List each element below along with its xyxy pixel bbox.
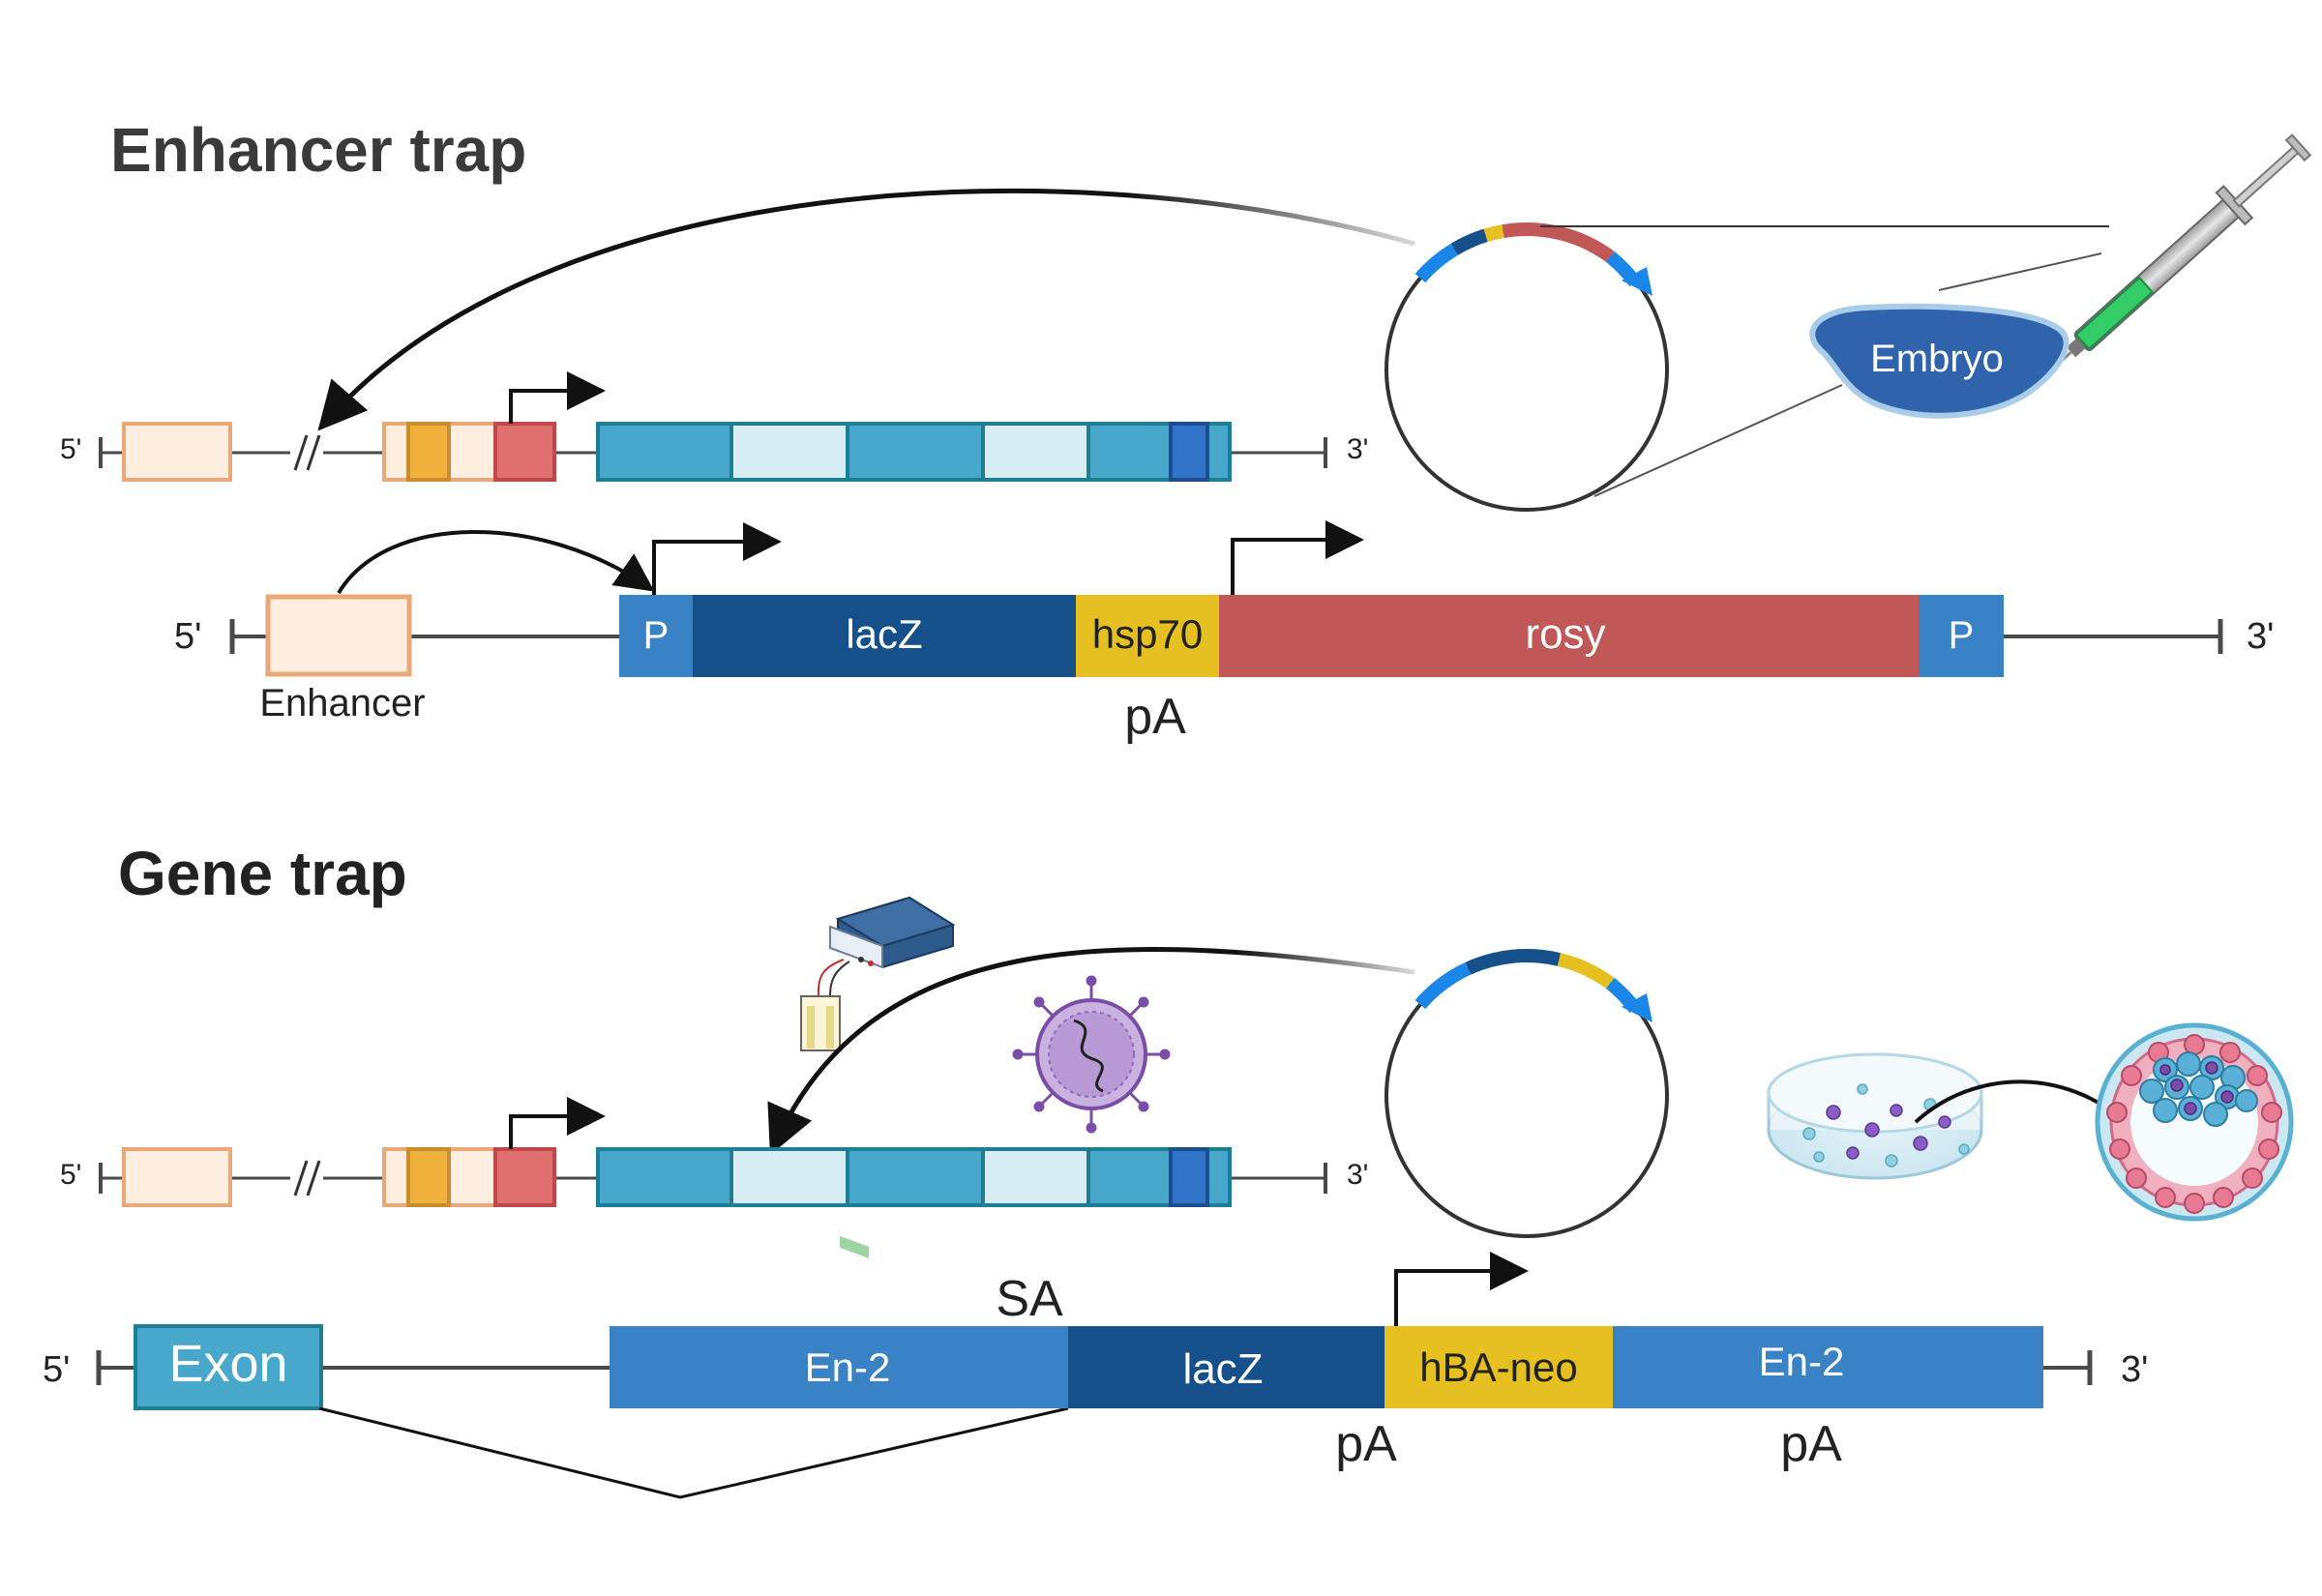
promoter-right-box (1919, 595, 2004, 677)
enhancer-activation-arrow (337, 530, 655, 595)
gt-genome-enhancer-box (122, 1147, 232, 1207)
hsp70-label: hsp70 (1092, 611, 1203, 657)
plasmid-direction-arrowhead-2 (1622, 993, 1652, 1022)
plasmid-rosy-segment (1502, 222, 1615, 263)
plasmid-promoter-segment (1414, 243, 1459, 283)
en2-right-box (1613, 1326, 2043, 1408)
gt-construct-five-prime-label: 5' (43, 1349, 70, 1390)
gt-genome-blue-element (1169, 1147, 1209, 1207)
gt-lacz-label: lacZ (1182, 1345, 1263, 1393)
zoom-line-bottom (1593, 384, 1843, 497)
gt-genome-exon-2 (846, 1147, 985, 1207)
genome-orange-element (406, 422, 451, 482)
pa-label: pA (1124, 689, 1186, 745)
genome-three-prime-label: 3' (1347, 433, 1368, 465)
gt-genome-promoter-element (493, 1147, 556, 1207)
insertion-arrow (317, 189, 1415, 431)
gt-genome-exon-1 (596, 1147, 733, 1207)
enhancer-box (265, 594, 412, 677)
gene-trap-genome-row: 5' 3' (60, 1097, 1368, 1207)
rosy-box (1219, 595, 1919, 677)
construct-five-prime-label: 5' (174, 616, 201, 657)
rosy-label: rosy (1525, 610, 1605, 658)
genome-exon-1 (596, 422, 733, 482)
gt-genome-five-prime-label: 5' (60, 1159, 81, 1191)
embryo-label: Embryo (1870, 338, 2004, 380)
gt-genome-gene-body (596, 1147, 1232, 1207)
lacz-tss-arrow (652, 522, 782, 595)
gt-genome-orange-element (406, 1147, 451, 1207)
enhancer-label: Enhancer (259, 682, 425, 724)
splice-connector (318, 1406, 1069, 1499)
rosy-tss-arrow (1231, 520, 1364, 595)
genome-blue-element (1169, 422, 1209, 482)
zoom-line-embryo (1938, 252, 2102, 291)
hsp70-box (1076, 595, 1219, 677)
plasmid-sa-segment (1414, 961, 1472, 1010)
gt-pa-right-label: pA (1780, 1416, 1842, 1472)
genome-enhancer-box (122, 422, 232, 482)
plasmid-neo-segment (1557, 953, 1615, 990)
embryo-icon: Embryo (1809, 303, 2069, 419)
plasmid-lacz-segment-2 (1465, 949, 1562, 975)
genome-five-prime-label: 5' (60, 433, 81, 465)
promoter-left-label: P (643, 614, 670, 657)
exon-box (134, 1324, 323, 1410)
gt-pa-left-label: pA (1335, 1416, 1397, 1472)
genome-exon-2 (846, 422, 985, 482)
genome-gene-body (596, 422, 1232, 482)
lacz-box (693, 595, 1076, 677)
gt-genome-break-mark (290, 1160, 323, 1197)
electroporator-icon (800, 896, 956, 1258)
enhancer-plasmid (1384, 222, 1669, 512)
genome-promoter-element (493, 422, 556, 482)
enhancer-construct-row: 5' 3' Enhancer P lacZ hsp70 pA rosy P (174, 520, 2274, 745)
plasmid-hsp70-segment (1483, 224, 1504, 243)
en2-right-label: En-2 (1759, 1339, 1845, 1384)
promoter-left-box (619, 595, 693, 677)
lacz-label: lacZ (846, 611, 922, 657)
blastocyst-icon (2095, 1022, 2294, 1222)
en2-left-label: En-2 (805, 1345, 891, 1390)
hba-neo-box (1384, 1326, 1613, 1408)
construct-three-prime-label: 3' (2247, 616, 2274, 657)
en2-left-box (610, 1326, 1068, 1408)
virus-icon (1012, 975, 1171, 1134)
plasmid-lacz-segment (1450, 228, 1488, 255)
petri-dish-icon (1767, 1052, 1983, 1180)
exon-label: Exon (168, 1335, 287, 1393)
enhancer-trap-title: Enhancer trap (110, 115, 526, 185)
gene-trap-plasmid (1384, 949, 1669, 1238)
gt-genome-tss-arrow (509, 1097, 606, 1149)
genome-tss-arrow (509, 371, 606, 424)
gt-genome-three-prime-label: 3' (1347, 1159, 1368, 1191)
genome-break-mark (290, 434, 323, 471)
promoter-right-label: P (1949, 614, 1975, 657)
gene-trap-construct-row: 5' 3' Exon En-2 SA lacZ pA hBA-neo En-2 … (43, 1252, 2148, 1499)
hba-neo-tss-arrow (1394, 1252, 1529, 1326)
gene-trap-title: Gene trap (118, 839, 407, 908)
gt-lacz-box (1068, 1326, 1384, 1408)
hba-neo-label: hBA-neo (1419, 1345, 1577, 1390)
plasmid-direction-arrowhead (1622, 267, 1652, 296)
gt-construct-three-prime-label: 3' (2121, 1349, 2148, 1390)
sa-label: SA (996, 1271, 1063, 1327)
enhancer-genome-row: 5' 3' (60, 371, 1368, 482)
gene-trap-insertion-arrow (767, 946, 1415, 1156)
